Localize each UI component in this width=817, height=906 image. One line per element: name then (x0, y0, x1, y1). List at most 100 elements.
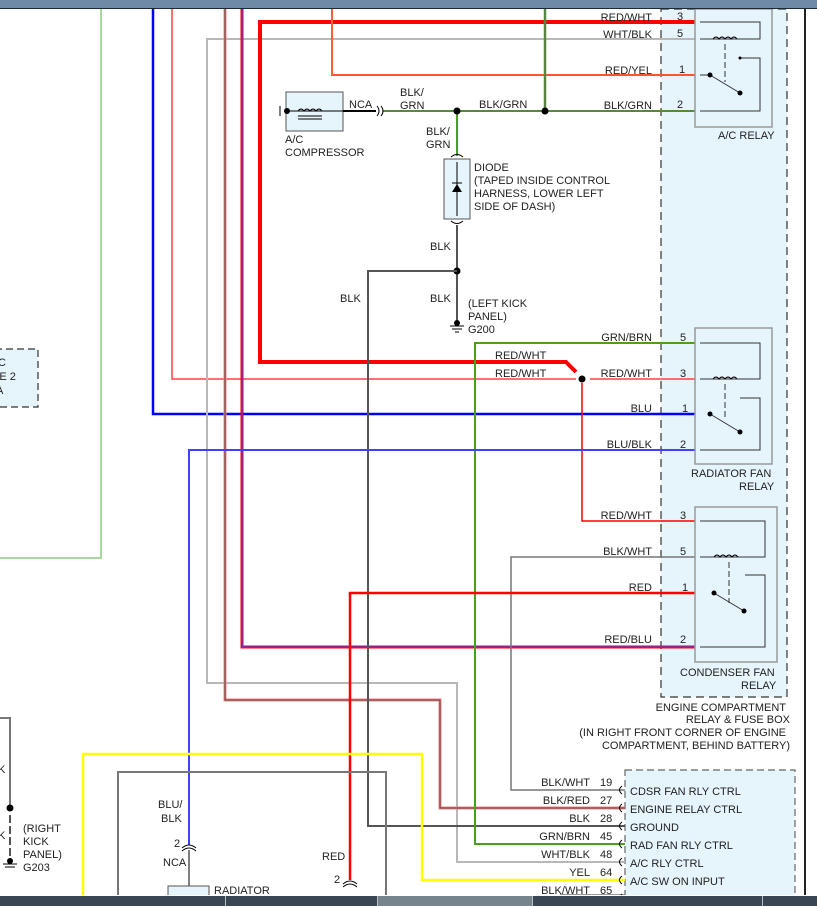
compressor-label-2: COMPRESSOR (285, 147, 365, 159)
ecm-function-label: GROUND (630, 822, 679, 834)
ecm-wire-label: BLK (569, 813, 590, 825)
g203-label-2: KICK (23, 836, 49, 848)
ecm-pin-number: 27 (600, 795, 612, 807)
pin-number: 5 (680, 332, 686, 344)
wire-label: K (0, 764, 6, 776)
wire-light-green (0, 9, 102, 559)
wire-blk-g203 (0, 717, 11, 806)
diode-connector-top (450, 154, 464, 158)
pin-number: 2 (680, 634, 686, 646)
connector-icon (619, 875, 623, 885)
connector-icon (342, 880, 358, 888)
pin-number: 3 (680, 368, 686, 380)
nca-label: NCA (349, 99, 373, 111)
diode-connector-bot (450, 220, 464, 224)
left-fuse-box-text-2: SE 2 (0, 371, 16, 383)
radiator-box (167, 885, 210, 899)
wire-red-wht-thick (258, 20, 695, 374)
connector-icon (376, 105, 384, 117)
window-title-bar (0, 0, 817, 9)
toolbar-section-active[interactable] (378, 896, 533, 906)
wire-blk-red-core (224, 9, 625, 809)
diode-label-1: DIODE (474, 162, 509, 174)
wire-red-yel-core (331, 9, 695, 76)
pin-wire-label: BLK/GRN (604, 100, 652, 112)
ecm-function-label: ENGINE RELAY CTRL (630, 804, 742, 816)
ecm-function-label: CDSR FAN RLY CTRL (630, 786, 741, 798)
ecm-wire-label: YEL (569, 867, 590, 879)
splice-dot (578, 375, 586, 383)
wire-label: BLK (430, 241, 451, 253)
wire-gray-loop (117, 771, 387, 895)
wire-red-wht-rad (171, 9, 576, 380)
ecm-pin-number: 28 (600, 813, 612, 825)
compressor-ground-dot (284, 108, 290, 114)
pin-number: 3 (677, 11, 683, 23)
ecm-wire-label: WHT/BLK (541, 849, 591, 861)
pin-number: 1 (679, 64, 685, 76)
pin-number: 2 (677, 99, 683, 111)
pin-label: 2 (334, 874, 340, 886)
radiator-label: RADIATOR (214, 885, 270, 895)
connector-icon (619, 821, 623, 831)
wire-label: NCA (163, 857, 187, 869)
ecm-wire-label: GRN/BRN (539, 831, 590, 843)
wire-label: BLU/ (158, 799, 183, 811)
ac-relay (694, 8, 773, 128)
pin-wire-label: RED/WHT (601, 12, 653, 24)
pin-wire-label: RED/WHT (601, 368, 653, 380)
wire-red-wht-cond (581, 383, 695, 522)
pin-number: 5 (677, 28, 683, 40)
wiring-diagram: C SE 2 A NCA A/C COMPRESSOR BLK/ GRN BLK… (0, 8, 817, 903)
ecm-pin-number: 64 (600, 867, 612, 879)
ecm-wire-label: BLK/WHT (541, 885, 590, 895)
engine-box-label-3: (IN RIGHT FRONT CORNER OF ENGINE (579, 727, 786, 739)
pin-wire-label: BLK/WHT (603, 546, 652, 558)
radiator-fan-relay (694, 327, 773, 465)
wire-label: K (0, 830, 6, 842)
pin-wire-label: BLU (631, 403, 652, 415)
connector-icon (619, 785, 623, 795)
toolbar-section[interactable] (226, 896, 378, 906)
wire-label: BLK/GRN (479, 99, 527, 111)
pin-wire-label: RED/YEL (605, 65, 652, 77)
pin-wire-label: RED (629, 582, 652, 594)
rad-relay-label-1: RADIATOR FAN (691, 468, 771, 480)
wire-label: RED (322, 851, 345, 863)
ecm-wire-label: BLK/WHT (541, 777, 590, 789)
ground-icon (3, 858, 17, 868)
toolbar-section[interactable] (0, 896, 226, 906)
splice-dot (453, 107, 461, 115)
toolbar-section[interactable] (763, 896, 817, 906)
g203-label-3: PANEL) (23, 849, 62, 861)
wire-yel (81, 752, 625, 895)
ecm-function-label: A/C RLY CTRL (630, 858, 704, 870)
pin-wire-label: RED/BLU (604, 634, 652, 646)
cond-relay-label-1: CONDENSER FAN (680, 667, 775, 679)
wire-wht-blk (206, 38, 695, 863)
diode-label-4: SIDE OF DASH) (474, 201, 555, 213)
pin-label: 2 (174, 838, 180, 850)
ecm-function-label: A/C SW ON INPUT (630, 876, 725, 888)
engine-box-label-1: ENGINE COMPARTMENT (656, 702, 787, 714)
connector-icon (619, 803, 623, 813)
ac-relay-label: A/C RELAY (718, 130, 775, 142)
ecm-pin-number: 48 (600, 849, 612, 861)
g200-label-1: (LEFT KICK (468, 298, 528, 310)
wire-blk-wht (510, 556, 695, 791)
ecm-wire-label: BLK/RED (543, 795, 590, 807)
condenser-fan-relay (694, 506, 778, 663)
diode-label-2: (TAPED INSIDE CONTROL (474, 175, 610, 187)
ecm-pin-number: 19 (600, 777, 612, 789)
toolbar-section[interactable] (533, 896, 763, 906)
wire-blu (151, 9, 695, 416)
g203-label-4: G203 (23, 862, 50, 874)
ecm-function-label: RAD FAN RLY CTRL (630, 840, 733, 852)
pin-number: 2 (680, 439, 686, 451)
pin-number: 1 (682, 582, 688, 594)
left-fuse-box-text-1: C (0, 357, 6, 369)
wire-label: BLK (340, 293, 361, 305)
cond-relay-label-2: RELAY (741, 680, 777, 692)
wire-label: BLK (430, 293, 451, 305)
